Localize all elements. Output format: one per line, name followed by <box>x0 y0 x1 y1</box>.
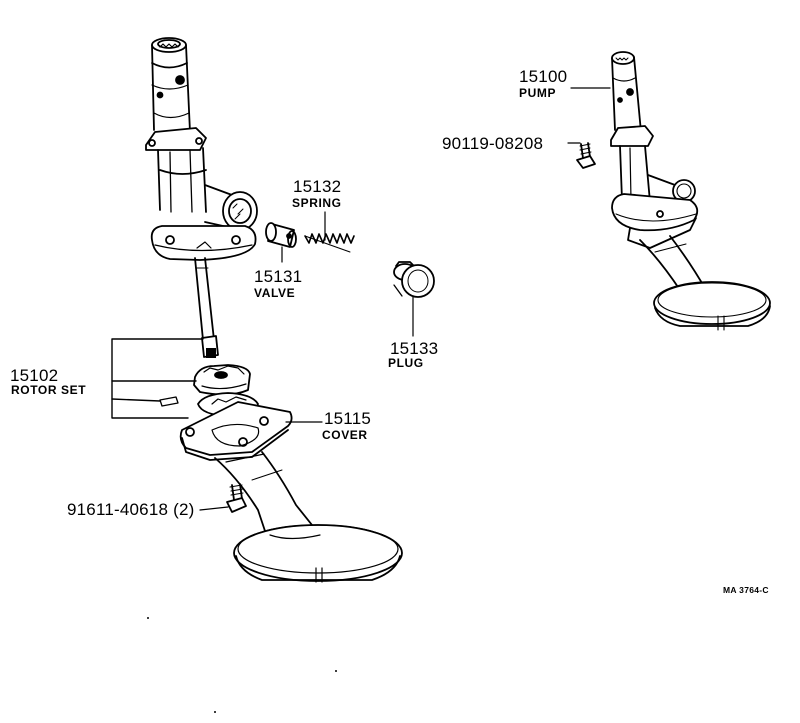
relief-spring <box>304 233 355 253</box>
pump-bolt-part-number: 90119-08208 <box>442 134 544 153</box>
plug-part-name: PLUG <box>388 356 424 370</box>
valve-part-number: 15131 <box>254 267 303 286</box>
pump-bolt <box>576 142 596 169</box>
cover-bolt-quantity: (2) <box>173 500 195 519</box>
leader-lines <box>199 87 611 511</box>
pump-part-name: PUMP <box>519 86 557 100</box>
plug-part-number: 15133 <box>390 339 439 358</box>
rotor-set-part-number: 15102 <box>10 366 59 385</box>
valve-part-name: VALVE <box>254 286 296 300</box>
cover-bolt-number-text: 91611-40618 <box>67 500 169 519</box>
drawing-code: MA 3764-C <box>723 585 769 595</box>
cover-part-name: COVER <box>322 428 368 442</box>
cover-bolt <box>226 483 247 513</box>
cover-part-number: 15115 <box>324 409 372 428</box>
spring-part-number: 15132 <box>293 177 342 196</box>
cover-bolt-part-number: 91611-40618 (2) <box>67 501 194 518</box>
relief-valve <box>265 222 297 248</box>
pump-body-exploded <box>145 37 258 358</box>
rotor-set-part-name: ROTOR SET <box>11 383 87 397</box>
pump-part-number: 15100 <box>519 67 568 86</box>
pump-assembled <box>610 51 771 331</box>
spring-part-name: SPRING <box>292 196 342 210</box>
plug <box>393 261 435 298</box>
cover-strainer <box>179 401 403 583</box>
rotor-set-leader <box>111 338 204 419</box>
